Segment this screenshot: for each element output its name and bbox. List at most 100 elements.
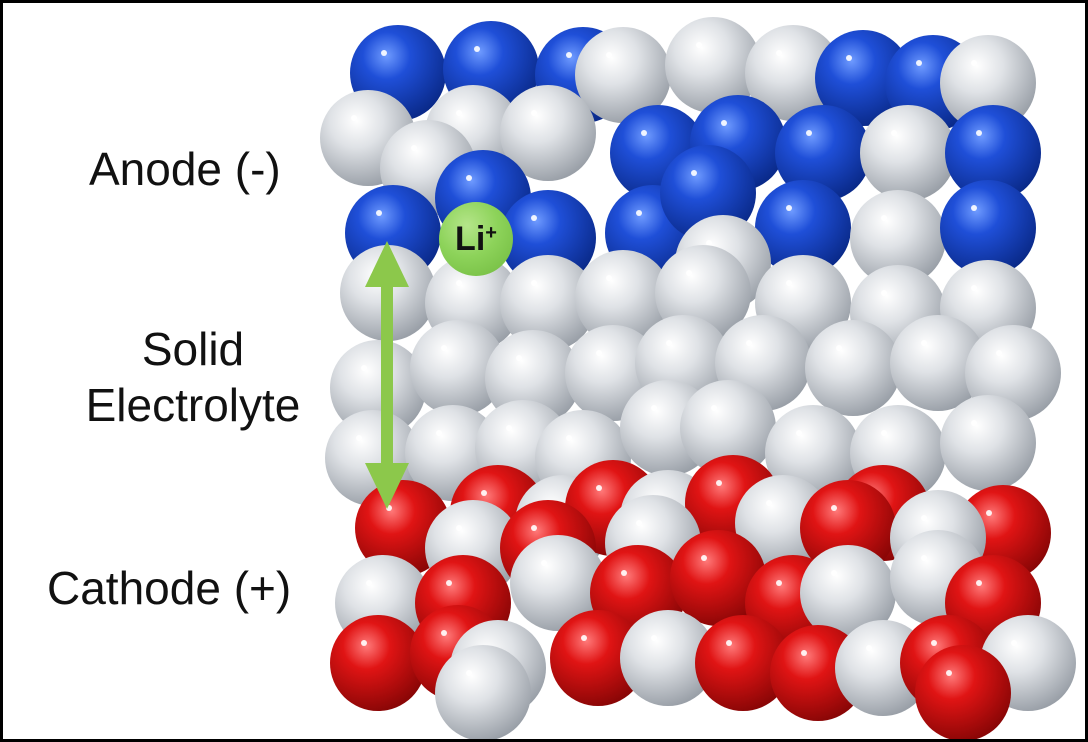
sphere-highlight bbox=[786, 280, 792, 286]
anode-sphere bbox=[755, 180, 851, 276]
cathode-sphere bbox=[695, 615, 791, 711]
sphere-highlight bbox=[746, 340, 752, 346]
electrolyte-label-line1: Solid bbox=[141, 323, 245, 375]
sphere-highlight bbox=[916, 60, 922, 66]
electrolyte-sphere bbox=[330, 340, 426, 436]
sphere-highlight bbox=[381, 50, 387, 56]
sphere-highlight bbox=[776, 580, 782, 586]
sphere-highlight bbox=[531, 110, 537, 116]
electrolyte-sphere bbox=[680, 380, 776, 476]
electrolyte-sphere bbox=[860, 105, 956, 201]
sphere-highlight bbox=[516, 355, 522, 361]
sphere-highlight bbox=[651, 635, 657, 641]
sphere-highlight bbox=[566, 52, 572, 58]
electrolyte-sphere bbox=[745, 25, 841, 121]
sphere-highlight bbox=[481, 490, 487, 496]
sphere-highlight bbox=[696, 42, 702, 48]
electrolyte-sphere bbox=[410, 320, 506, 416]
lithium-ion: Li+ bbox=[439, 202, 513, 276]
sphere-highlight bbox=[801, 650, 807, 656]
sphere-highlight bbox=[411, 145, 417, 151]
sphere-highlight bbox=[766, 500, 772, 506]
sphere-highlight bbox=[686, 270, 692, 276]
sphere-highlight bbox=[541, 560, 547, 566]
sphere-highlight bbox=[456, 280, 462, 286]
sphere-highlight bbox=[996, 350, 1002, 356]
sphere-highlight bbox=[596, 485, 602, 491]
electrolyte-sphere bbox=[500, 85, 596, 181]
sphere-highlight bbox=[971, 60, 977, 66]
electrolyte-sphere bbox=[435, 645, 531, 739]
electrolyte-sphere bbox=[850, 190, 946, 286]
sphere-highlight bbox=[441, 345, 447, 351]
sphere-highlight bbox=[531, 280, 537, 286]
cathode-sphere bbox=[550, 610, 646, 706]
anode-sphere bbox=[940, 180, 1036, 276]
sphere-highlight bbox=[706, 240, 712, 246]
sphere-highlight bbox=[881, 290, 887, 296]
sphere-highlight bbox=[474, 46, 480, 52]
sphere-highlight bbox=[566, 435, 572, 441]
electrolyte-sphere bbox=[485, 330, 581, 426]
sphere-highlight bbox=[986, 510, 992, 516]
sphere-highlight bbox=[891, 130, 897, 136]
electrolyte-label: Solid Electrolyte bbox=[3, 321, 383, 433]
sphere-highlight bbox=[971, 420, 977, 426]
sphere-highlight bbox=[866, 645, 872, 651]
sphere-highlight bbox=[921, 340, 927, 346]
anode-sphere bbox=[815, 30, 911, 126]
sphere-highlight bbox=[356, 435, 362, 441]
sphere-highlight bbox=[931, 640, 937, 646]
sphere-highlight bbox=[636, 520, 642, 526]
sphere-highlight bbox=[376, 210, 382, 216]
electrolyte-sphere bbox=[800, 545, 896, 641]
anode-label: Anode (-) bbox=[89, 143, 281, 195]
sphere-highlight bbox=[711, 405, 717, 411]
cathode-sphere bbox=[915, 645, 1011, 739]
sphere-highlight bbox=[881, 430, 887, 436]
sphere-highlight bbox=[466, 670, 472, 676]
sphere-highlight bbox=[1011, 640, 1017, 646]
sphere-highlight bbox=[976, 580, 982, 586]
electrolyte-sphere bbox=[510, 535, 606, 631]
sphere-highlight bbox=[691, 170, 697, 176]
sphere-highlight bbox=[351, 115, 357, 121]
sphere-highlight bbox=[831, 505, 837, 511]
sphere-highlight bbox=[606, 275, 612, 281]
sphere-highlight bbox=[361, 640, 367, 646]
sphere-highlight bbox=[881, 215, 887, 221]
electrolyte-sphere bbox=[940, 395, 1036, 491]
sphere-highlight bbox=[721, 120, 727, 126]
sphere-highlight bbox=[836, 345, 842, 351]
sphere-highlight bbox=[366, 580, 372, 586]
sphere-highlight bbox=[716, 480, 722, 486]
cathode-label: Cathode (+) bbox=[47, 562, 292, 614]
sphere-highlight bbox=[531, 215, 537, 221]
sphere-highlight bbox=[636, 210, 642, 216]
anode-sphere bbox=[775, 105, 871, 201]
sphere-highlight bbox=[506, 425, 512, 431]
sphere-highlight bbox=[641, 130, 647, 136]
lithium-ion-symbol: Li bbox=[455, 219, 486, 258]
electrolyte-sphere bbox=[575, 27, 671, 123]
anode-sphere bbox=[945, 105, 1041, 201]
sphere-highlight bbox=[921, 515, 927, 521]
sphere-highlight bbox=[446, 580, 452, 586]
sphere-highlight bbox=[806, 130, 812, 136]
sphere-highlight bbox=[971, 205, 977, 211]
double-headed-arrow-icon bbox=[365, 241, 409, 509]
sphere-highlight bbox=[976, 130, 982, 136]
sphere-highlight bbox=[436, 430, 442, 436]
sphere-highlight bbox=[361, 365, 367, 371]
sphere-highlight bbox=[466, 175, 472, 181]
cathode-sphere bbox=[330, 615, 426, 711]
sphere-highlight bbox=[651, 405, 657, 411]
electrolyte-sphere bbox=[890, 315, 986, 411]
sphere-highlight bbox=[456, 525, 462, 531]
electrolyte-sphere bbox=[500, 255, 596, 351]
sphere-highlight bbox=[441, 630, 447, 636]
sphere-highlight bbox=[701, 555, 707, 561]
electrolyte-label-line2: Electrolyte bbox=[85, 379, 301, 431]
cathode-sphere bbox=[670, 530, 766, 626]
